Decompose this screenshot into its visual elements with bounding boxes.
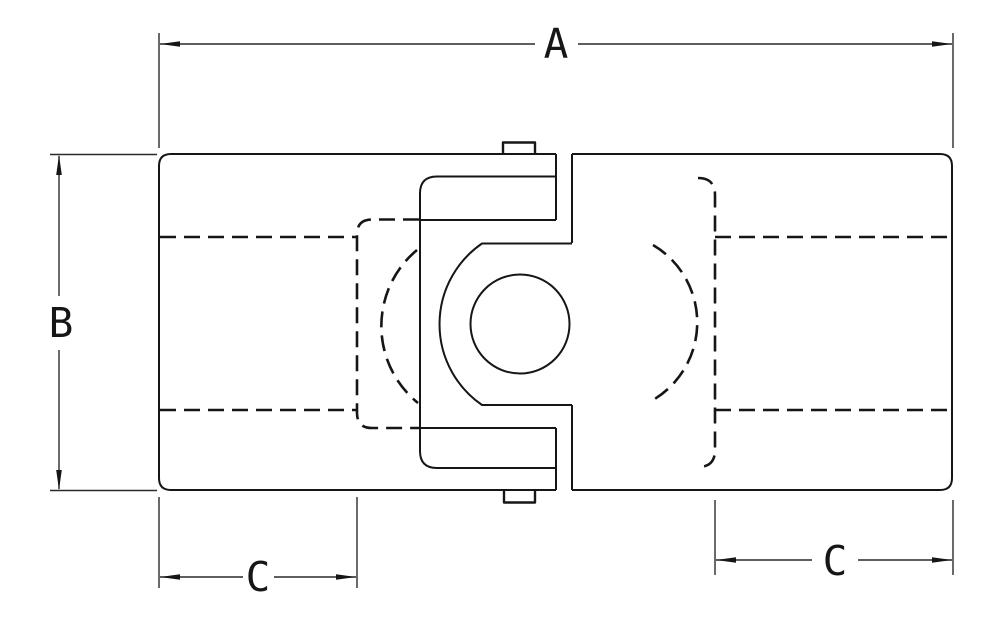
right-body-outline xyxy=(571,153,953,491)
bolt-boss-outline xyxy=(438,242,572,406)
clamp-ear-outline xyxy=(419,175,556,469)
dimension-b: B xyxy=(49,153,157,492)
part-outline xyxy=(158,141,953,504)
dim-b-label: B xyxy=(49,299,74,347)
dim-b-arrow-bottom xyxy=(56,470,62,490)
right-socket-end-hidden xyxy=(697,176,717,469)
dim-c-left-extension-lines xyxy=(158,497,358,588)
dim-c-left-arrow-left xyxy=(160,574,180,580)
dim-c-right-extension-lines xyxy=(714,500,954,575)
dim-b-extension-lines xyxy=(50,153,157,492)
left-hidden-boss-arc xyxy=(380,249,419,405)
dimension-c-left: C xyxy=(158,497,358,601)
dim-c-right-arrow-right xyxy=(932,557,952,563)
dim-a-extension-lines xyxy=(158,33,954,148)
right-hidden-boss-arc xyxy=(652,243,699,402)
dim-b-arrow-top xyxy=(56,155,62,175)
bolt-hole-circle xyxy=(469,273,571,375)
dim-c-right-label: C xyxy=(823,537,848,585)
dim-a-arrow-right xyxy=(932,41,952,47)
dim-c-right-arrow-left xyxy=(716,557,736,563)
dim-a-label: A xyxy=(544,20,569,68)
dim-c-left-label: C xyxy=(246,553,271,601)
hidden-lines xyxy=(160,176,951,469)
dimension-c-right: C xyxy=(714,500,954,585)
bottom-screw-tab xyxy=(502,490,537,504)
left-socket-end-hidden xyxy=(355,218,419,430)
dim-c-left-arrow-right xyxy=(336,574,356,580)
left-body-outline xyxy=(158,153,557,491)
dim-a-arrow-left xyxy=(160,41,180,47)
dimension-a: A xyxy=(158,20,954,148)
top-screw-tab xyxy=(501,141,537,154)
